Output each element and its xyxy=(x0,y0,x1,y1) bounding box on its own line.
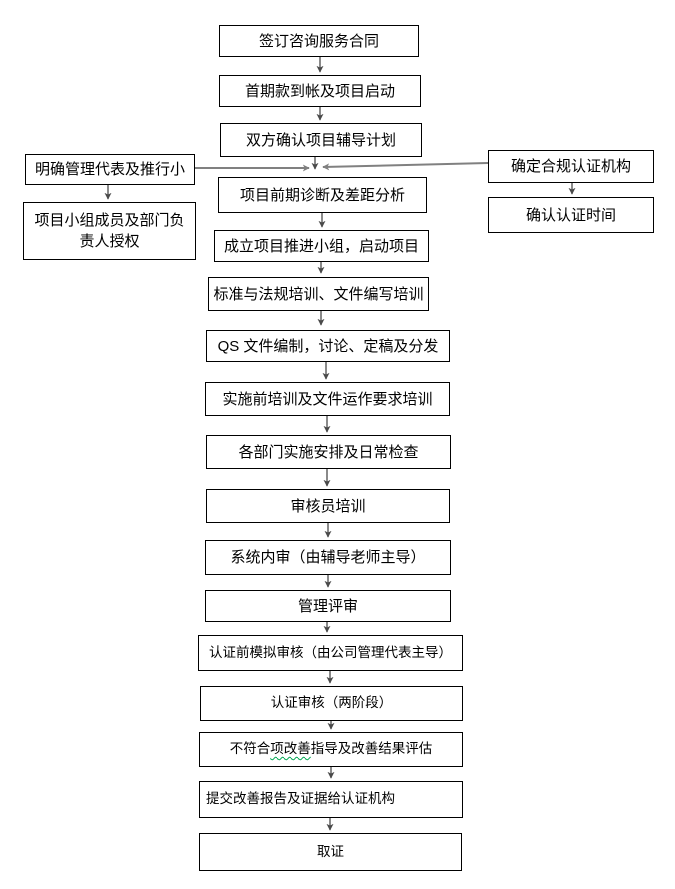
node-pre-implementation-training: 实施前培训及文件运作要求培训 xyxy=(205,382,450,416)
node-select-certification-body: 确定合规认证机构 xyxy=(488,150,654,183)
node-sign-consulting-contract: 签订咨询服务合同 xyxy=(219,25,419,57)
node-pre-cert-mock-audit: 认证前模拟审核（由公司管理代表主导） xyxy=(198,635,463,671)
node-preliminary-diagnosis-gap-analysis: 项目前期诊断及差距分析 xyxy=(218,177,427,213)
node-submit-improvement-report: 提交改善报告及证据给认证机构 xyxy=(199,781,463,818)
node-team-member-authorization: 项目小组成员及部门负责人授权 xyxy=(23,202,196,260)
nonconformity-text-end: 指导及改善结果评估 xyxy=(310,741,433,757)
connector-right-branch-to-junction xyxy=(322,162,489,171)
node-auditor-training: 审核员培训 xyxy=(206,489,450,523)
node-nonconformity-improvement: 不符合项改善指导及改善结果评估 xyxy=(199,732,463,767)
node-internal-audit: 系统内审（由辅导老师主导） xyxy=(205,540,451,575)
nonconformity-text-start: 不符合 xyxy=(229,741,271,757)
node-confirm-coaching-plan: 双方确认项目辅导计划 xyxy=(220,123,422,157)
node-department-implementation-checks: 各部门实施安排及日常检查 xyxy=(206,435,451,469)
node-define-management-rep: 明确管理代表及推行小 xyxy=(25,154,195,185)
node-management-review: 管理评审 xyxy=(205,590,451,622)
node-obtain-certificate: 取证 xyxy=(199,833,462,871)
node-standards-regulations-training: 标准与法规培训、文件编写培训 xyxy=(208,277,429,311)
node-confirm-certification-time: 确认认证时间 xyxy=(488,197,654,233)
node-certification-audit: 认证审核（两阶段） xyxy=(200,686,463,721)
node-qs-document-drafting: QS 文件编制，讨论、定稿及分发 xyxy=(206,330,450,362)
node-first-payment-project-start: 首期款到帐及项目启动 xyxy=(219,75,421,107)
nonconformity-text-underlined: 项改善 xyxy=(270,741,311,757)
node-setup-promotion-team: 成立项目推进小组，启动项目 xyxy=(214,230,429,262)
